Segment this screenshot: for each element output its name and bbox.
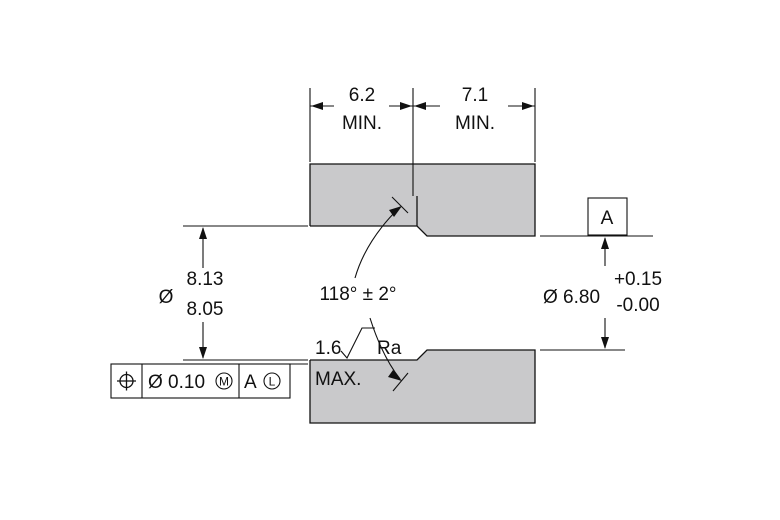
lower-wall-outline — [309, 349, 536, 424]
part-section — [309, 163, 536, 424]
arrow-head — [601, 337, 609, 349]
bore-diameter-label: Ø 6.80 — [543, 287, 600, 308]
arrow-head — [388, 370, 402, 381]
bore-tol-plus: +0.15 — [614, 269, 662, 290]
feature-control-frame: Ø 0.10 M A L — [110, 363, 308, 399]
counterbore-left-value: 6.2 — [349, 85, 375, 106]
datum-box — [587, 197, 628, 236]
counterbore-right-value: 7.1 — [462, 85, 488, 106]
arrow-head — [522, 102, 534, 110]
upper-wall — [310, 164, 535, 236]
angle-ext-lower — [392, 372, 409, 392]
lmc-modifier-icon — [263, 372, 281, 390]
arrow-head — [414, 102, 426, 110]
chamfer-angle-dimension: 118° ± 2° — [319, 196, 409, 392]
counterbore-right-note: MIN. — [455, 113, 495, 134]
datum-letter: A — [601, 208, 614, 229]
fcf-tolerance-modifier: M — [219, 375, 229, 389]
position-icon — [117, 371, 136, 391]
lower-wall — [310, 350, 535, 423]
outer-diameter-lower: 8.05 — [187, 299, 224, 320]
diameter-symbol: Ø — [159, 287, 174, 308]
arrow-head — [199, 347, 207, 359]
arrow-head — [199, 227, 207, 239]
bore-tol-minus: -0.00 — [616, 295, 659, 316]
arrow-head — [400, 102, 412, 110]
counterbore-left-note: MIN. — [342, 113, 382, 134]
datum-feature-symbol: A — [587, 197, 628, 236]
fcf-tolerance: Ø 0.10 — [148, 372, 205, 393]
top-dimensions: 6.2 MIN. 7.1 MIN. — [309, 85, 536, 196]
arrow-head — [389, 206, 402, 217]
angle-ext-upper — [391, 196, 409, 214]
mmc-modifier-icon — [215, 372, 233, 390]
arrow-head — [311, 102, 323, 110]
surface-finish-symbol: 1.6 Ra MAX. — [315, 327, 402, 390]
bore-diameter-dimension: Ø 6.80 +0.15 -0.00 — [540, 235, 662, 351]
outer-diameter-upper: 8.13 — [187, 269, 224, 290]
surface-finish-parameter: Ra — [377, 338, 402, 359]
chamfer-angle-label: 118° ± 2° — [319, 284, 396, 305]
fcf-box — [110, 363, 291, 399]
fcf-datum-modifier: L — [269, 375, 276, 389]
surface-check-mark — [340, 327, 375, 359]
arrow-head — [601, 237, 609, 249]
surface-finish-note: MAX. — [315, 369, 361, 390]
outer-diameter-dimension: Ø 8.13 8.05 — [159, 225, 308, 361]
fcf-datum-ref: A — [244, 372, 257, 393]
surface-finish-value: 1.6 — [315, 338, 341, 359]
